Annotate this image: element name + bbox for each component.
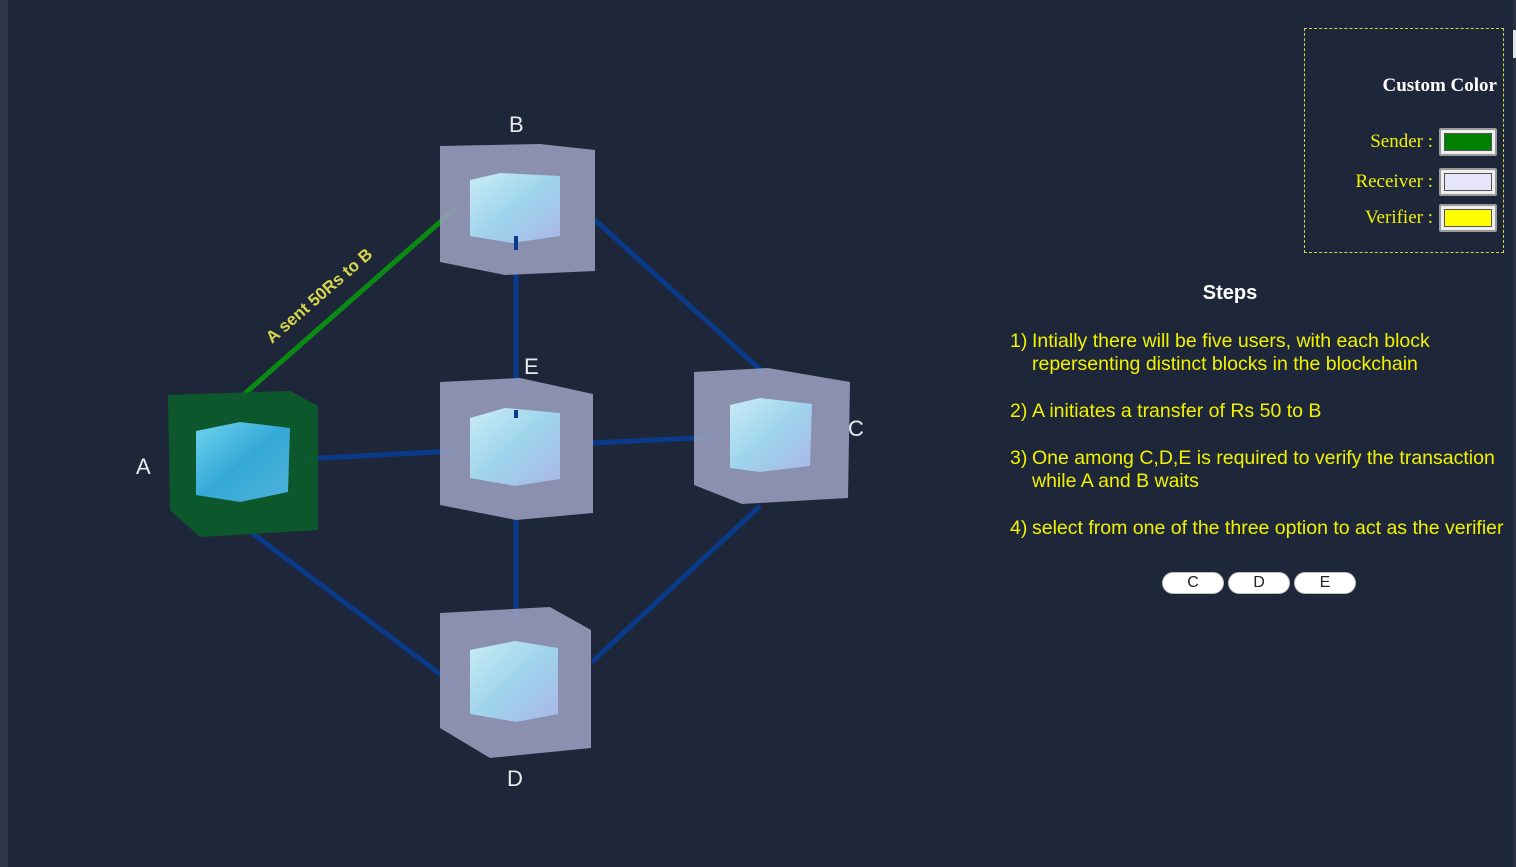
- step-number: 3): [1010, 447, 1028, 469]
- node-label-c: C: [848, 416, 864, 441]
- step-number: 2): [1010, 400, 1028, 422]
- sender-color-picker[interactable]: [1439, 128, 1497, 156]
- left-edge-strip: [0, 0, 8, 867]
- node-label-d: D: [507, 766, 523, 791]
- custom-color-legend: Custom Color Sender : Receiver : Verifie…: [1304, 28, 1504, 253]
- node-label-e: E: [524, 354, 539, 379]
- verifier-option-c-button[interactable]: C: [1162, 572, 1224, 594]
- block-c[interactable]: [694, 368, 850, 504]
- steps-title: Steps: [1202, 282, 1258, 304]
- verifier-color-swatch: [1444, 209, 1492, 227]
- verifier-color-picker[interactable]: [1439, 204, 1497, 232]
- verifier-option-e-button[interactable]: E: [1294, 572, 1356, 594]
- step-number: 4): [1010, 517, 1028, 539]
- verifier-label: Verifier :: [1364, 207, 1433, 228]
- edge-b-c: [593, 218, 767, 376]
- receiver-color-picker[interactable]: [1439, 168, 1497, 196]
- step-item: 1) Intially there will be five users, wi…: [1010, 330, 1514, 376]
- step-text: select from one of the three option to a…: [1032, 517, 1504, 539]
- step-text: One among C,D,E is required to verify th…: [1032, 447, 1495, 492]
- block-b[interactable]: [440, 144, 595, 275]
- legend-title: Custom Color: [1382, 75, 1497, 96]
- block-e[interactable]: [440, 378, 593, 520]
- sender-label: Sender :: [1370, 131, 1433, 152]
- step-text: A initiates a transfer of Rs 50 to B: [1032, 400, 1322, 422]
- steps-list: 1) Intially there will be five users, wi…: [1010, 330, 1514, 564]
- receiver-color-swatch: [1444, 173, 1492, 191]
- step-number: 1): [1010, 330, 1028, 352]
- sender-color-row: Sender :: [1370, 128, 1497, 156]
- node-label-b: B: [509, 112, 524, 137]
- verifier-color-row: Verifier :: [1365, 204, 1497, 232]
- verifier-options: C D E: [1162, 572, 1356, 594]
- receiver-color-row: Receiver :: [1355, 168, 1497, 196]
- sender-color-swatch: [1444, 133, 1492, 151]
- edge-c-d: [590, 504, 762, 664]
- block-a-sender[interactable]: [168, 391, 318, 537]
- edge-a-d: [242, 525, 458, 688]
- blockchain-network-scene[interactable]: B E C A D A sent 50Rs to B: [0, 0, 1000, 867]
- step-text: Intially there will be five users, with …: [1032, 330, 1430, 375]
- step-item: 4) select from one of the three option t…: [1010, 517, 1514, 540]
- right-scrollbar[interactable]: [1513, 0, 1516, 867]
- receiver-label: Receiver :: [1355, 171, 1433, 192]
- step-item: 2) A initiates a transfer of Rs 50 to B: [1010, 400, 1514, 423]
- edge-a-b-highlighted: [239, 206, 458, 399]
- verifier-option-d-button[interactable]: D: [1228, 572, 1290, 594]
- edge-a-e: [301, 448, 457, 462]
- step-item: 3) One among C,D,E is required to verify…: [1010, 447, 1514, 493]
- node-label-a: A: [136, 454, 151, 479]
- block-d[interactable]: [440, 607, 591, 758]
